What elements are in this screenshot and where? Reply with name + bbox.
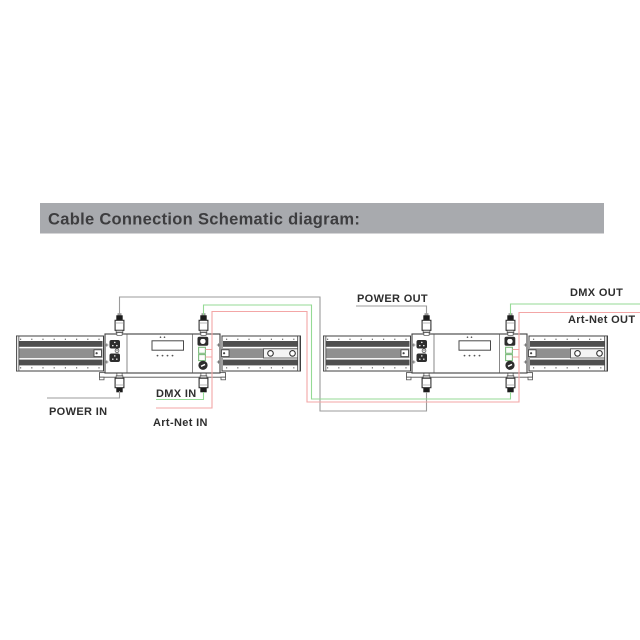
label-dmx-out: DMX OUT	[570, 287, 623, 299]
power-out-wire	[356, 305, 428, 315]
artnet-port-stubs	[205, 348, 519, 358]
fixture-2	[322, 312, 609, 394]
header-bar	[40, 203, 604, 234]
label-artnet-in: Art-Net IN	[153, 417, 208, 429]
label-power-in: POWER IN	[49, 406, 107, 418]
wire-labels: POWER IN DMX IN Art-Net IN POWER OUT DMX…	[49, 287, 635, 429]
label-dmx-in: DMX IN	[156, 388, 197, 400]
wires	[47, 296, 640, 412]
page-title: Cable Connection Schematic diagram:	[48, 211, 360, 229]
dmx-link-wire	[202, 304, 512, 400]
power-in-wire	[47, 391, 121, 399]
fixture-1	[15, 312, 302, 394]
label-power-out: POWER OUT	[357, 293, 428, 305]
power-link-wire	[118, 296, 428, 412]
dmx-out-wire	[509, 303, 640, 315]
label-artnet-out: Art-Net OUT	[568, 314, 635, 326]
dmx-in-wire	[156, 392, 205, 401]
artnet-wire	[156, 310, 640, 409]
